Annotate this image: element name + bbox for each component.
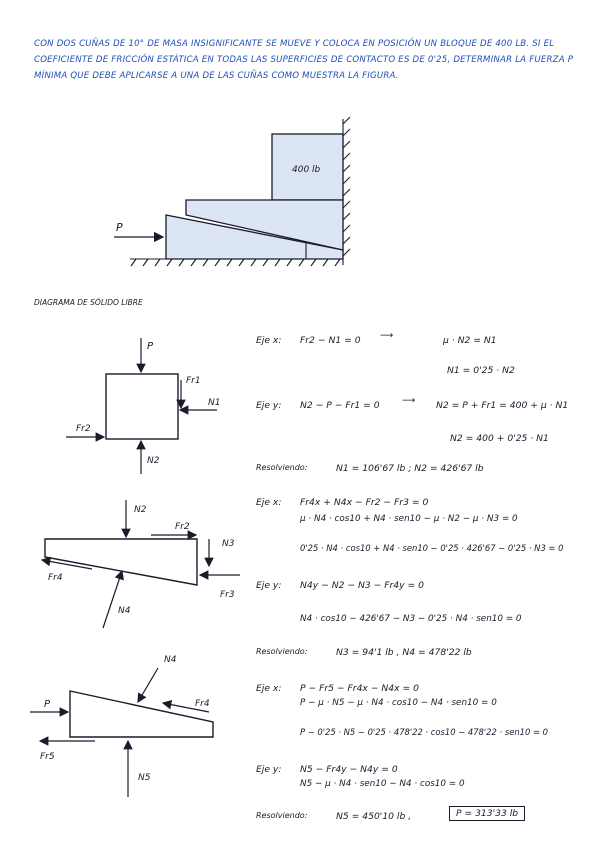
force-label: N2 — [134, 505, 147, 515]
hatch-line — [342, 140, 351, 149]
hatch-line — [238, 258, 245, 267]
force-label: Fr4 — [195, 699, 210, 709]
hatch-line — [342, 152, 351, 161]
hatch-line — [342, 236, 351, 245]
force-label: Fr4 — [48, 573, 63, 583]
eq1-y-head: Eje y: — [256, 400, 282, 411]
force-label: Fr5 — [40, 752, 55, 762]
force-arrow — [161, 699, 210, 713]
eq2-y-eq: N4y − N2 − N3 − Fr4y = 0 — [300, 580, 424, 591]
hatch-line — [214, 258, 221, 267]
fbd-block — [105, 373, 179, 440]
final-answer-box: P = 313'33 lb — [449, 806, 526, 821]
eq3-x-head: Eje x: — [256, 683, 282, 694]
hatch-line — [166, 258, 173, 267]
eq2-y-head: Eje y: — [256, 580, 282, 591]
eq3-x-eq3: P − 0'25 · N5 − 0'25 · 478'22 · cos10 − … — [300, 727, 548, 737]
hatch-line — [250, 258, 257, 267]
force-label: Fr3 — [220, 590, 235, 600]
hatch-line — [178, 258, 185, 267]
eq3-solve: N5 = 450'10 lb , — [336, 811, 412, 822]
eq1-y-eq: N2 − P − Fr1 = 0 — [300, 400, 380, 411]
hatch-line — [274, 258, 281, 267]
hatch-line — [342, 164, 351, 173]
force-label: N3 — [222, 539, 235, 549]
hatch-line — [342, 248, 351, 257]
eq3-x-eq: P − Fr5 − Fr4x − N4x = 0 — [300, 683, 419, 694]
hatch-line — [342, 116, 351, 125]
eq1-y-res2: N2 = 400 + 0'25 · N1 — [450, 433, 549, 444]
eq2-x-eq2: μ · N4 · cos10 + N4 · sen10 − μ · N2 − μ… — [300, 514, 518, 524]
fbd-title: Diagrama de sólido libre — [34, 298, 143, 307]
block-label: 400 lb — [292, 165, 321, 175]
fbd-upper-wedge — [44, 538, 198, 586]
eq3-y-head: Eje y: — [256, 764, 282, 775]
eq2-solve-head: Resolviendo: — [256, 647, 308, 656]
hatch-line — [334, 258, 341, 267]
hatch-line — [286, 258, 293, 267]
hatch-line — [342, 128, 351, 137]
force-arrow — [102, 569, 124, 629]
hatch-line — [322, 258, 329, 267]
eq1-x-head: Eje x: — [256, 335, 282, 346]
hatch-line — [342, 200, 351, 209]
lower-wedge — [165, 214, 344, 260]
eq1-solve: N1 = 106'67 lb ; N2 = 426'67 lb — [336, 463, 484, 474]
hatch-line — [142, 258, 149, 267]
force-label: Fr2 — [175, 522, 190, 532]
eq1-arrow: ⟶ — [380, 330, 394, 341]
eq2-x-head: Eje x: — [256, 497, 282, 508]
hatch-line — [190, 258, 197, 267]
block-400lb — [271, 133, 344, 201]
hatch-line — [154, 258, 161, 267]
hatch-line — [298, 258, 305, 267]
hatch-line — [342, 188, 351, 197]
force-label: Fr2 — [76, 424, 91, 434]
force-label: P — [147, 341, 154, 352]
hatch-line — [342, 176, 351, 185]
force-label: N4 — [164, 655, 177, 665]
eq3-x-eq2: P − μ · N5 − μ · N4 · cos10 − N4 · sen10… — [300, 698, 497, 708]
hatch-line — [310, 258, 317, 267]
eq2-x-eq3: 0'25 · N4 · cos10 + N4 · sen10 − 0'25 · … — [300, 543, 564, 553]
eq3-solve-head: Resolviendo: — [256, 811, 308, 820]
force-label: Fr1 — [186, 376, 201, 386]
eq2-y-eq2: N4 · cos10 − 426'67 − N3 − 0'25 · N4 · s… — [300, 614, 522, 624]
force-label: N1 — [208, 398, 220, 408]
problem-statement: Con dos cuñas de 10° de masa insignifica… — [34, 39, 574, 81]
hatch-line — [130, 258, 137, 267]
eq1-arrow2: ⟶ — [402, 395, 416, 406]
eq1-x-res: μ · N2 = N1 — [443, 335, 497, 346]
eq1-y-res: N2 = P + Fr1 = 400 + μ · N1 — [436, 400, 569, 411]
wall-hatching — [342, 116, 351, 265]
force-label: N5 — [138, 773, 151, 783]
hatch-line — [262, 258, 269, 267]
eq1-solve-head: Resolviendo: — [256, 463, 308, 472]
force-label: P — [44, 699, 51, 710]
hatch-line — [342, 224, 351, 233]
eq1-x-res2: N1 = 0'25 · N2 — [447, 365, 515, 376]
hatch-line — [202, 258, 209, 267]
force-label: N2 — [147, 456, 160, 466]
fbd-lower-wedge — [69, 690, 214, 738]
hatch-line — [226, 258, 233, 267]
force-arrow — [40, 556, 93, 570]
eq3-y-eq: N5 − Fr4y − N4y = 0 — [300, 764, 398, 775]
hatch-line — [342, 212, 351, 221]
eq2-solve: N3 = 94'1 lb , N4 = 478'22 lb — [336, 647, 472, 658]
force-label: N4 — [118, 606, 131, 616]
eq3-y-eq2: N5 − μ · N4 · sen10 − N4 · cos10 = 0 — [300, 779, 465, 789]
p-label: P — [116, 221, 123, 234]
eq2-x-eq: Fr4x + N4x − Fr2 − Fr3 = 0 — [300, 497, 429, 508]
floor-hatching — [130, 258, 343, 267]
force-arrow — [137, 667, 159, 704]
eq1-x-eq: Fr2 − N1 = 0 — [300, 335, 361, 346]
